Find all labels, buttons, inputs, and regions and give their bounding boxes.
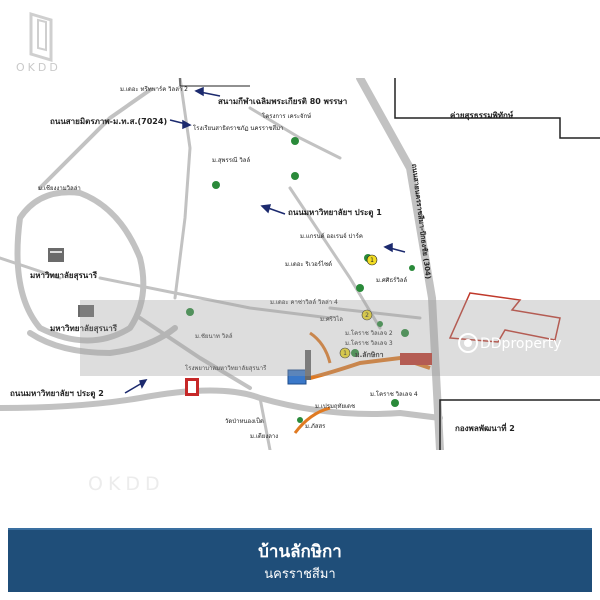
university-building-icon-2 [78,305,94,317]
access-road [309,355,431,380]
location-map: 1 2 1 สนามกีฬาเฉลิมพระเกียรติ 80 พรรษา ม.เ… [0,78,600,450]
market-label: โครงการ เคระจักษ์ [262,112,311,120]
svg-text:1: 1 [343,350,347,357]
road-gate1-label: ถนนมหาวิทยาลัยฯ ประตู 1 [288,208,382,218]
svg-text:2: 2 [365,312,369,319]
project-arrow [448,292,561,343]
village-pins [186,137,415,423]
ddproperty-watermark: DDproperty [480,336,562,352]
road-mittraphap-label: ถนนสายมิตรภาพ-ม.ท.ส.(7024) [50,117,167,126]
price-markers [339,254,378,359]
top-cutoff-label: ม.เดอะ ทรีทพาร์ค วิลล่า 2 [120,85,188,93]
university-label-1: มหาวิทยาลัยสุรนารี [30,270,98,281]
village-k4-label: ม.โคราช วิลเลจ 4 [370,390,418,398]
university-building-icon [48,248,64,262]
village-riverside-label: ม.เดอะ ริเวอร์ไซด์ [285,260,332,268]
stadium-boundary [179,78,250,87]
title-banner: บ้านลักษิกา นครราชสีมา [8,528,592,592]
village-suphanni-label: ม.สุพรรณี วิลล์ [212,156,250,164]
stadium-label: สนามกีฬาเฉลิมพระเกียรติ 80 พรรษา [218,96,347,106]
school-hospital-label: โรงพยาบาลมหาวิทยาลัยสุรนารี [185,364,267,372]
village-kk-label: ม.ชัยนาท วิลล์ [195,332,233,340]
okdd-watermark: OKDD [88,473,165,495]
okdd-logo-text: OKDD [16,61,61,74]
project-lakchika-label: ม.ลักษิกา [355,351,384,359]
project-highlight [400,353,432,365]
svg-text:1: 1 [370,257,374,264]
camp-boundary-bottom [439,399,600,450]
school-top-label: โรงเรียนสาธิตราชภัฏ นครราชสีมา [193,124,283,132]
okdd-logo-icon [29,11,53,63]
ddproperty-logo-icon [458,333,478,353]
watermark-band [80,300,600,376]
camp-boundary-top [394,78,600,139]
hospital-label: ม.เดียงลาง [250,432,278,440]
village-pattana-label: ม.ภัสสร [305,423,326,430]
hospital-building-icon [185,378,199,396]
marker-numbers: 1 2 1 [343,257,374,357]
village-grand-label: ม.แกรนด์ ออเรนจ์ ปาร์ค [300,232,363,240]
road-gate2-label: ถนนมหาวิทยาลัยฯ ประตู 2 [10,389,104,399]
village-k3-label: ม.โคราช วิลเลจ 3 [345,339,393,347]
village-k2-label: ม.โคราช วิลเลจ 2 [345,329,393,337]
village-chaingam-label: ม.เชียงงามวิลล่า [38,184,81,192]
camp-top-right-label: ค่ายสุรธรรมพิทักษ์ [450,110,514,121]
village-siri-label: ม.ศศิธร์วิลล์ [376,276,407,284]
village-sri-label: ม.ศรีวิไล [320,315,343,323]
camp-bottom-right-label: กองพลพัฒนาที่ 2 [455,422,515,433]
building-block [305,350,311,380]
pointer-arrows [124,86,406,394]
access-road-branch [309,331,332,364]
university-label-2: มหาวิทยาลัยสุรนารี [50,323,118,334]
temple-label: วัดป่าหนองเป็ด [225,416,264,425]
project-title: บ้านลักษิกา [258,542,342,562]
village-korat-label: ม.เดอะ คาซ่าวิลล์ วิลล่า 4 [270,298,338,306]
location-subtitle: นครราชสีมา [264,567,336,582]
village-pluem-label: ม.เปรมฤทัยเดช [315,403,355,410]
access-road-south [293,406,331,434]
